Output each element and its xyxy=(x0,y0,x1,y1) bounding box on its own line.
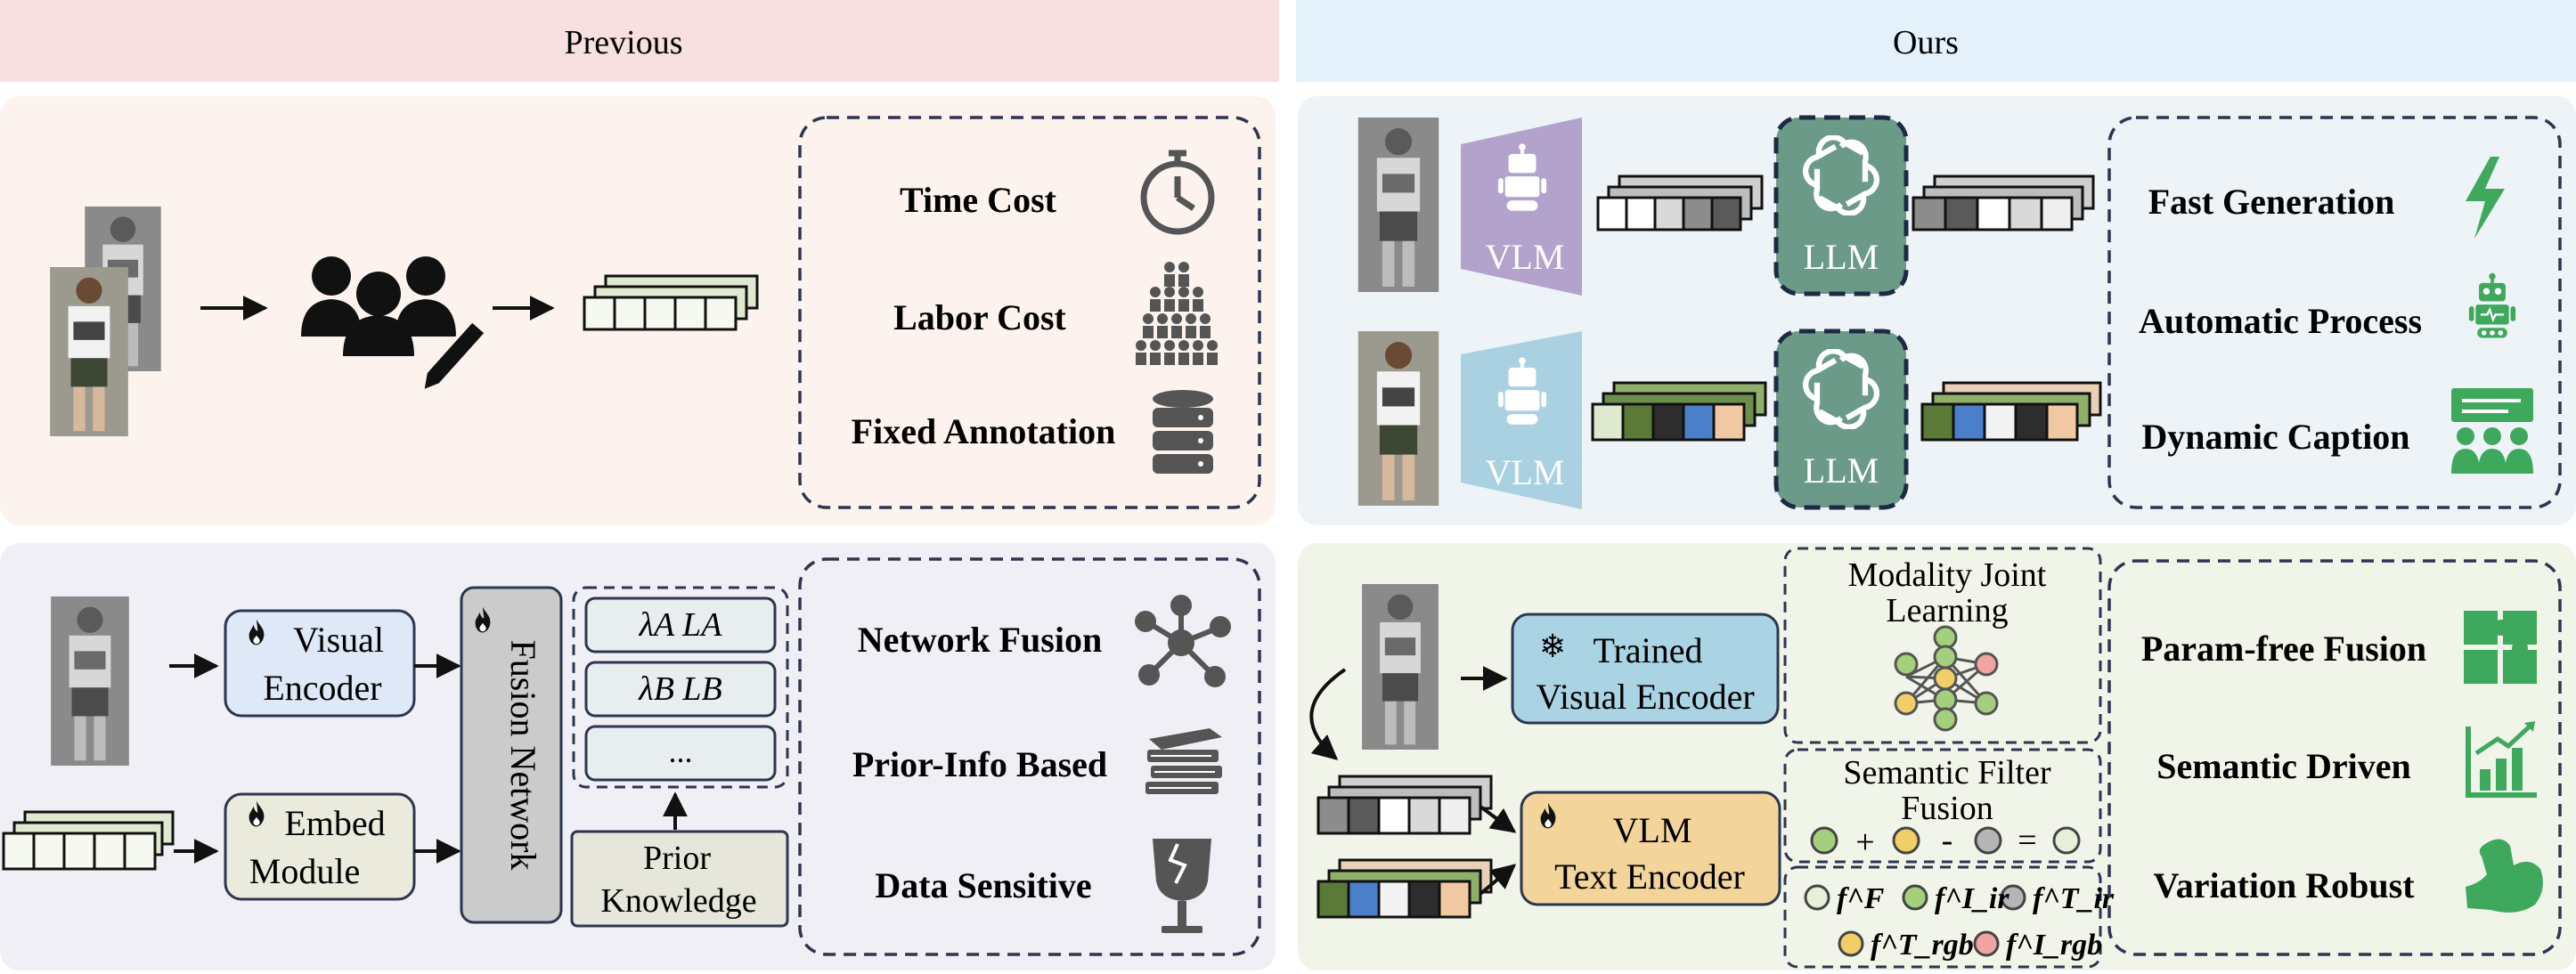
labor-cost-label: Labor Cost xyxy=(893,297,1066,337)
data-sensitive-label: Data Sensitive xyxy=(875,865,1091,905)
growth-chart-icon xyxy=(2466,721,2537,798)
llm-label: LLM xyxy=(1804,237,1879,277)
previous-header-label: Previous xyxy=(565,24,683,61)
previous-manual-annotation-panel: Time Cost Labor Cost Fixed Annotation xyxy=(0,96,1276,525)
semantic-filter-line1: Semantic Filter xyxy=(1843,754,2051,791)
param-free-fusion-label: Param-free Fusion xyxy=(2141,629,2426,669)
network-fusion-label: Network Fusion xyxy=(858,620,1102,660)
stopwatch-icon xyxy=(1140,150,1215,235)
automatic-process-label: Automatic Process xyxy=(2139,301,2422,341)
fusion-equation xyxy=(1810,826,2081,855)
fixed-annotation-label: Fixed Annotation xyxy=(852,411,1116,451)
prior-info-based-label: Prior-Info Based xyxy=(852,744,1107,784)
previous-limitations-box xyxy=(798,116,1261,509)
ours-fusion-panel: ❄ Trained Visual Encoder VLM Text Encode… xyxy=(1298,543,2576,970)
visual-encoder-label-line1: Visual xyxy=(293,620,384,660)
previous-fusion-panel: Visual Encoder Embed Module Fusion Netwo… xyxy=(0,543,1276,970)
trained-visual-encoder-block xyxy=(1511,613,1780,725)
snowflake-frozen-icon: ❄ xyxy=(1539,629,1566,664)
text-encoder-line2: Text Encoder xyxy=(1554,856,1745,897)
feature-legend-dots xyxy=(1804,884,2026,957)
loss-a-block xyxy=(584,597,777,653)
embed-module-label-line1: Embed xyxy=(284,803,385,843)
loss-a-label: λA LA xyxy=(639,606,723,644)
variation-robust-label: Variation Robust xyxy=(2153,865,2415,905)
lightning-icon xyxy=(2466,157,2505,239)
feature-legend-box xyxy=(1783,865,2102,969)
text-tokens-gray xyxy=(1317,775,1493,835)
feature-rgb-text-label: f^T_rgb xyxy=(1871,929,1974,962)
arrow xyxy=(1479,864,1517,896)
loss-b-block xyxy=(584,661,777,718)
visual-encoder-label-line2: Encoder xyxy=(263,668,381,708)
equals-operator: = xyxy=(2018,822,2036,859)
llm-label: LLM xyxy=(1804,450,1879,491)
visual-encoder-block xyxy=(224,609,416,718)
crowd-icon xyxy=(1136,262,1218,365)
fragile-glass-icon xyxy=(1153,839,1211,933)
person-image-front xyxy=(50,267,128,436)
network-icon xyxy=(1135,595,1231,687)
muscle-arm-icon xyxy=(2466,839,2543,913)
text-tokens-color xyxy=(1317,858,1493,919)
presentation-icon xyxy=(2451,388,2533,474)
database-icon xyxy=(1153,390,1213,474)
rgb-person-image xyxy=(1357,331,1439,506)
caption-tokens xyxy=(2,810,175,871)
puzzle-icon xyxy=(2464,611,2537,684)
vlm-text-encoder-block xyxy=(1520,791,1781,906)
previous-fusion-limitations-box xyxy=(798,557,1261,956)
fusion-network-label: Fusion Network xyxy=(503,640,543,871)
text-tokens-color-refined xyxy=(1920,381,2102,442)
ours-advantages-box xyxy=(2107,116,2562,509)
ours-header-label: Ours xyxy=(1893,24,1959,61)
ours-auto-caption-panel: VLM LLM VLM xyxy=(1298,96,2576,525)
text-tokens-color xyxy=(1591,381,1767,442)
neural-network-icon xyxy=(1894,625,1999,732)
embed-module-label-line2: Module xyxy=(249,851,360,891)
trained-encoder-line1: Trained xyxy=(1594,630,1703,670)
feature-fusion-label: f^F xyxy=(1837,882,1885,915)
infrared-person-image xyxy=(51,597,129,766)
feature-rgb-image-label: f^I_rgb xyxy=(2006,929,2102,962)
loss-group-box xyxy=(572,586,789,789)
infrared-person-image xyxy=(1362,584,1439,750)
prior-knowledge-line2: Knowledge xyxy=(600,882,756,920)
books-icon xyxy=(1145,728,1222,794)
modality-joint-line1: Modality Joint xyxy=(1848,556,2047,594)
fast-generation-label: Fast Generation xyxy=(2148,182,2395,222)
plus-operator: + xyxy=(1855,824,1874,861)
loss-more-label: ... xyxy=(669,734,693,769)
trained-encoder-line2: Visual Encoder xyxy=(1536,677,1754,717)
ours-header-bar xyxy=(1296,0,2576,82)
embed-module-block xyxy=(224,792,416,901)
modality-joint-line2: Learning xyxy=(1886,592,2008,629)
feature-ir-text-label: f^T_ir xyxy=(2033,882,2115,915)
vlm-label: VLM xyxy=(1486,237,1565,277)
semantic-filter-line2: Fusion xyxy=(1901,790,1993,827)
arrow xyxy=(1479,805,1517,833)
minus-operator: - xyxy=(1942,822,1953,859)
text-encoder-line1: VLM xyxy=(1613,810,1692,850)
human-annotators-icon xyxy=(301,256,489,395)
prior-knowledge-line1: Prior xyxy=(643,840,711,877)
fusion-network-block xyxy=(460,586,563,924)
vlm-label: VLM xyxy=(1486,452,1565,492)
loss-more-block xyxy=(584,725,777,782)
caption-tokens xyxy=(583,274,759,331)
semantic-driven-label: Semantic Driven xyxy=(2156,746,2411,786)
prior-knowledge-block xyxy=(570,830,789,928)
dynamic-caption-label: Dynamic Caption xyxy=(2141,417,2409,457)
previous-header-bar xyxy=(0,0,1279,82)
infrared-person-image xyxy=(1357,118,1439,292)
feature-ir-image-label: f^I_ir xyxy=(1935,882,2009,915)
loss-b-label: λB LB xyxy=(638,670,722,708)
text-tokens-gray xyxy=(1596,175,1764,231)
modality-joint-learning-box xyxy=(1783,547,2102,744)
semantic-filter-fusion-box xyxy=(1783,748,2102,864)
text-tokens-gray-refined xyxy=(1912,175,2095,231)
curved-arrow xyxy=(1309,668,1347,760)
time-cost-label: Time Cost xyxy=(900,180,1057,220)
